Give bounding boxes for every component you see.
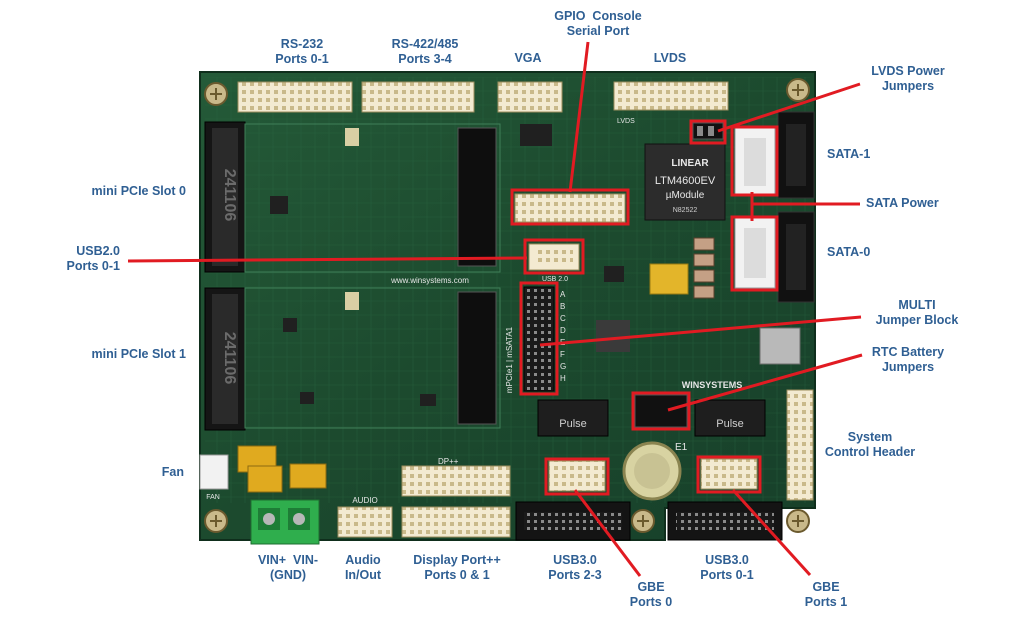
callout-box-multi bbox=[519, 281, 559, 396]
pulse-0: Pulse bbox=[559, 418, 587, 430]
chokes bbox=[693, 237, 715, 299]
silk-e1: E1 bbox=[675, 442, 688, 453]
silk-audio: AUDIO bbox=[352, 496, 377, 505]
gbe1-header bbox=[700, 458, 758, 490]
multi-jumper-block bbox=[523, 286, 555, 392]
callout-box-lvds-power bbox=[689, 119, 727, 145]
label-lvds: LVDS bbox=[653, 51, 687, 65]
silk-usb20: USB 2.0 bbox=[542, 276, 568, 283]
inductor-2 bbox=[596, 320, 630, 352]
pulse-transformer-1 bbox=[694, 399, 766, 437]
label-audio: Audio In/Out bbox=[344, 553, 382, 582]
leader-gbe1 bbox=[731, 488, 812, 577]
inductor bbox=[759, 327, 801, 365]
label-usb30-01: USB3.0 Ports 0-1 bbox=[700, 553, 754, 582]
silk-lvds: LVDS bbox=[617, 118, 635, 125]
chip-code: N82522 bbox=[673, 207, 698, 214]
fan-header bbox=[199, 454, 229, 490]
leader-gpio bbox=[568, 41, 590, 193]
pulse-transformer-0 bbox=[537, 399, 609, 437]
jumper-row-c: C bbox=[560, 314, 566, 323]
gbe0-header bbox=[548, 460, 606, 492]
vga-connector bbox=[497, 81, 563, 113]
silk-brand: WINSYSTEMS bbox=[682, 380, 743, 390]
slot-code-0: 241106 bbox=[221, 169, 238, 222]
label-vga: VGA bbox=[514, 51, 542, 65]
label-gbe1: GBE Ports 1 bbox=[804, 580, 848, 609]
label-multi: MULTI Jumper Block bbox=[875, 298, 959, 327]
label-usb20: USB2.0 Ports 0-1 bbox=[66, 244, 121, 273]
rs232-connector bbox=[237, 81, 353, 113]
label-sata1: SATA-1 bbox=[827, 147, 871, 161]
jumper-row-g: G bbox=[560, 362, 566, 371]
label-rs232: RS-232 Ports 0-1 bbox=[275, 37, 329, 66]
label-usb30-23: USB3.0 Ports 2-3 bbox=[548, 553, 602, 582]
label-gpio: GPIO Console Serial Port bbox=[554, 9, 642, 38]
leader-multi bbox=[539, 315, 862, 347]
leader-lvds-power bbox=[717, 82, 861, 133]
label-rtc: RTC Battery Jumpers bbox=[871, 345, 945, 374]
rtc-battery-jumpers bbox=[634, 394, 688, 428]
gpio-header bbox=[514, 193, 626, 223]
jumper-row-a: A bbox=[560, 290, 566, 299]
callout-box-usb20 bbox=[523, 238, 585, 275]
chip-sub: µModule bbox=[666, 190, 705, 201]
label-rs422: RS-422/485 Ports 3-4 bbox=[391, 37, 459, 66]
leader-gbe0 bbox=[573, 489, 642, 577]
pcb-trace-area bbox=[205, 77, 810, 503]
lvds-connector bbox=[613, 81, 729, 111]
label-vin: VIN+ VIN- (GND) bbox=[257, 553, 319, 582]
label-sata0: SATA-0 bbox=[827, 245, 871, 259]
jumper-row-b: B bbox=[560, 302, 565, 311]
mpcie-card-0 bbox=[244, 123, 501, 273]
label-displayport: Display Port++ Ports 0 & 1 bbox=[413, 553, 501, 582]
chip-part: LTM4600EV bbox=[655, 175, 716, 187]
jumper-row-f: F bbox=[560, 350, 565, 359]
label-sys-ctrl: System Control Header bbox=[824, 430, 916, 459]
rs422-connector bbox=[361, 81, 475, 113]
yellow-capacitor bbox=[649, 263, 689, 295]
label-gbe0: GBE Ports 0 bbox=[629, 580, 673, 609]
jumper-row-h: H bbox=[560, 374, 566, 383]
ltm4600-module bbox=[644, 143, 726, 221]
mounting-holes bbox=[204, 78, 810, 533]
silk-mpcie: mPCIe1 | mSATA1 bbox=[505, 326, 514, 393]
label-mpcie1: mini PCIe Slot 1 bbox=[91, 347, 186, 361]
dp-header-0 bbox=[401, 506, 511, 538]
silk-url: www.winsystems.com bbox=[390, 276, 469, 285]
label-sata-power: SATA Power bbox=[866, 196, 939, 210]
leader-usb20 bbox=[127, 256, 528, 263]
leader-rtc bbox=[667, 353, 863, 412]
callout-box-sata0-power bbox=[730, 215, 779, 292]
pulse-1: Pulse bbox=[716, 418, 744, 430]
callout-box-sata1-power bbox=[730, 125, 779, 197]
chip-brand: LINEAR bbox=[671, 158, 709, 169]
callout-box-gbe1 bbox=[696, 455, 762, 494]
label-mpcie0: mini PCIe Slot 0 bbox=[91, 184, 186, 198]
slot-code-1: 241106 bbox=[221, 332, 238, 385]
silk-fan: FAN bbox=[206, 494, 220, 501]
jumper-row-d: D bbox=[560, 326, 566, 335]
label-lvds-power: LVDS Power Jumpers bbox=[871, 64, 945, 93]
dp-header-1 bbox=[401, 465, 511, 497]
audio-header bbox=[337, 506, 393, 538]
system-control-header bbox=[786, 389, 814, 501]
label-fan: Fan bbox=[161, 465, 184, 479]
silk-dp: DP++ bbox=[438, 457, 459, 466]
mpcie-card-1 bbox=[244, 287, 501, 429]
callout-box-rtc bbox=[631, 391, 691, 431]
